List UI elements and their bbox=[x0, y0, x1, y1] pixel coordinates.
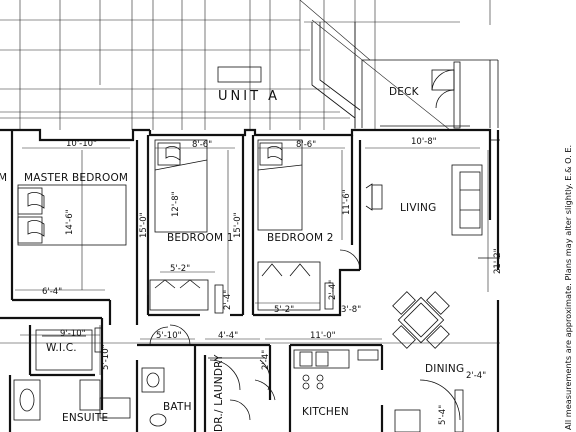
dim-bed1-depth: 15'-0" bbox=[139, 212, 149, 238]
dim-bed2-closet-small: 3'-8" bbox=[341, 305, 361, 315]
master-bedroom-label: MASTER BEDROOM bbox=[24, 172, 128, 184]
bedroom-1-closet bbox=[149, 279, 224, 314]
dim-bed1-closet-depth: 2'-4" bbox=[223, 290, 233, 310]
construction-lines bbox=[0, 0, 491, 131]
bedroom-2-closet bbox=[257, 249, 361, 311]
dim-bed2-depth: 15'-0" bbox=[233, 212, 243, 238]
kitchen-fixtures bbox=[293, 349, 464, 432]
bedroom-1-bed bbox=[154, 139, 208, 233]
ensuite-fixtures bbox=[13, 379, 131, 421]
dim-dining-depth: 5'-4" bbox=[438, 405, 448, 425]
bedroom-2-label: BEDROOM 2 bbox=[267, 232, 334, 244]
dim-living-depth: 21'-2" bbox=[493, 248, 503, 274]
laundry-label: DR./ LAUNDRY bbox=[213, 354, 225, 432]
bath-fixtures bbox=[141, 324, 191, 427]
kitchen-label: KITCHEN bbox=[302, 406, 349, 418]
wic-label: W.I.C. bbox=[46, 342, 77, 354]
living-label: LIVING bbox=[400, 202, 436, 214]
dim-wic-width: 9'-10" bbox=[60, 329, 86, 339]
dim-laundry-width: 4'-4" bbox=[218, 331, 238, 341]
bedroom-1-label: BEDROOM 1 bbox=[167, 232, 234, 244]
laundry-fixtures bbox=[208, 357, 276, 421]
unit-label: UNIT A bbox=[218, 89, 280, 104]
dimension-lines bbox=[0, 147, 500, 375]
dim-wic-depth: 5'-10" bbox=[101, 344, 111, 370]
ensuite-label: ENSUITE bbox=[62, 412, 108, 424]
dim-master-depth: 14'-6" bbox=[65, 209, 75, 235]
deck-area bbox=[311, 22, 499, 129]
dim-master-width: 10'-10" bbox=[66, 139, 97, 149]
deck-label: DECK bbox=[389, 86, 420, 98]
dim-bed2-closet-right: 11'-6" bbox=[342, 189, 352, 215]
dim-bed1-bed: 12'-8" bbox=[171, 191, 181, 217]
wic-closet bbox=[35, 327, 103, 411]
dining-label: DINING bbox=[425, 363, 464, 375]
bedroom-2-bed bbox=[257, 139, 303, 231]
unit-marker-box bbox=[217, 66, 262, 83]
dining-table bbox=[392, 291, 450, 349]
dim-deck-width: 10'-8" bbox=[411, 137, 437, 147]
master-bed bbox=[17, 184, 127, 246]
disclaimer-note: All measurements are approximate. Plans … bbox=[563, 145, 573, 430]
dim-bed2-width: 8'-6" bbox=[296, 140, 316, 150]
dim-dining-small: 2'-4" bbox=[466, 371, 486, 381]
bath-label: BATH bbox=[163, 401, 192, 413]
dim-bed2-closet-depth: 2'-4" bbox=[328, 280, 338, 300]
dim-bed2-closet: 5'-2" bbox=[274, 305, 294, 315]
partial-room-label: M bbox=[0, 172, 7, 184]
dim-kitchen-small: 2'-4" bbox=[261, 350, 271, 370]
dim-bed1-closet: 5'-2" bbox=[170, 264, 190, 274]
dim-bed1-width: 8'-6" bbox=[192, 140, 212, 150]
living-sofa bbox=[365, 139, 500, 259]
dim-master-closet: 6'-4" bbox=[42, 287, 62, 297]
dim-hall-width: 5'-10" bbox=[156, 331, 182, 341]
dim-kitchen-width: 11'-0" bbox=[310, 331, 336, 341]
